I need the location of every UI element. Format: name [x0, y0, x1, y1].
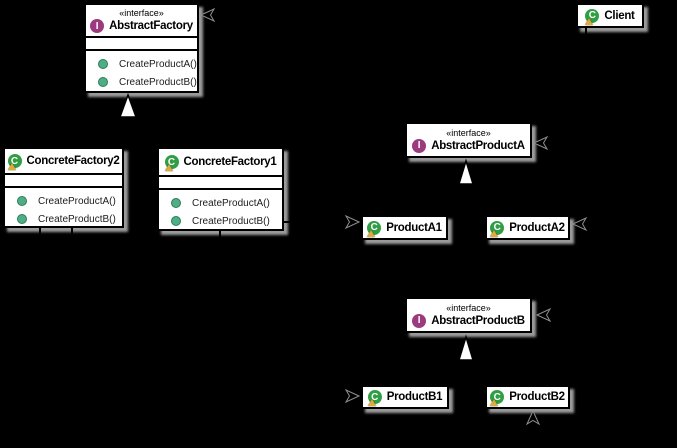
method-label: CreateProductB() [119, 76, 197, 88]
method-visibility-icon [171, 216, 181, 226]
method-label: CreateProductA() [119, 58, 197, 70]
class-icon-triangle [490, 229, 499, 237]
class-box-abstract-product-b[interactable]: «interface» I AbstractProductB [405, 297, 532, 333]
class-icon: C [367, 390, 382, 406]
methods-section: CreateProductA() CreateProductB() [5, 188, 122, 228]
realization-products-abstractproductb[interactable] [404, 334, 528, 385]
class-name: AbstractFactory [109, 20, 193, 32]
class-box-abstract-product-a[interactable]: «interface» I AbstractProductA [405, 122, 532, 158]
class-box-product-a2[interactable]: C ProductA2 [485, 215, 570, 240]
class-icon-triangle [367, 399, 376, 406]
class-box-concrete-factory-1[interactable]: C ConcreteFactory1 CreateProductA() Crea… [157, 147, 284, 231]
class-box-abstract-factory[interactable]: «interface» I AbstractFactory CreateProd… [84, 3, 199, 93]
class-icon-triangle [367, 229, 376, 237]
method-visibility-icon [171, 198, 181, 208]
dependency-client-abstractfactory[interactable] [199, 7, 576, 23]
methods-section: CreateProductA() CreateProductB() [159, 190, 282, 230]
realization-concretefactories-abstractfactory[interactable] [62, 92, 221, 147]
method-item: CreateProductA() [5, 192, 122, 210]
class-header: C ConcreteFactory2 [5, 149, 122, 173]
method-item: CreateProductB() [86, 73, 197, 91]
method-label: CreateProductB() [38, 213, 116, 225]
interface-icon: I [90, 19, 105, 33]
methods-section: CreateProductA() CreateProductB() [86, 51, 197, 91]
class-icon: C [490, 390, 505, 406]
class-name: ConcreteFactory1 [183, 156, 277, 168]
class-name: ConcreteFactory2 [26, 155, 120, 167]
stereotype-label: «interface» [446, 302, 491, 313]
method-visibility-icon [98, 59, 108, 69]
class-icon-triangle [164, 164, 173, 171]
interface-icon: I [412, 138, 427, 153]
class-name: AbstractProductA [431, 139, 525, 152]
class-name: Client [604, 9, 635, 22]
dependency-concretefactory2-productb2[interactable] [71, 228, 541, 431]
method-item: CreateProductA() [86, 55, 197, 73]
method-label: CreateProductB() [192, 215, 270, 227]
class-box-product-b2[interactable]: C ProductB2 [485, 385, 570, 409]
class-header: C ConcreteFactory1 [159, 149, 282, 175]
class-header: «interface» I AbstractFactory [86, 5, 197, 36]
method-item: CreateProductA() [159, 194, 282, 212]
attributes-section [5, 173, 122, 188]
method-visibility-icon [17, 214, 27, 224]
class-name: AbstractProductB [431, 314, 525, 327]
class-icon: C [367, 220, 382, 237]
class-icon: C [490, 220, 505, 237]
class-header: «interface» I AbstractProductB [407, 299, 530, 331]
class-box-product-b1[interactable]: C ProductB1 [361, 385, 449, 409]
method-label: CreateProductA() [38, 195, 116, 207]
class-icon-triangle [585, 17, 594, 25]
realization-products-abstractproducta[interactable] [404, 158, 528, 215]
interface-icon: I [412, 313, 427, 328]
stereotype-label: «interface» [119, 8, 164, 18]
class-name: ProductA2 [509, 221, 565, 234]
class-icon: C [7, 154, 22, 170]
attributes-section [86, 36, 197, 51]
class-name: ProductB1 [386, 391, 443, 403]
method-item: CreateProductB() [5, 210, 122, 228]
dependency-concretefactory1-productb1[interactable] [219, 231, 361, 404]
method-visibility-icon [98, 77, 108, 87]
class-icon: C [164, 155, 179, 171]
class-icon: C [585, 8, 600, 25]
class-box-product-a1[interactable]: C ProductA1 [361, 215, 448, 240]
class-icon-triangle [490, 399, 499, 406]
method-label: CreateProductA() [192, 197, 270, 209]
method-item: CreateProductB() [159, 212, 282, 230]
class-box-client[interactable]: C Client [576, 3, 644, 28]
class-header: «interface» I AbstractProductA [407, 124, 530, 156]
method-visibility-icon [17, 196, 27, 206]
class-name: ProductA1 [386, 221, 442, 234]
class-box-concrete-factory-2[interactable]: C ConcreteFactory2 CreateProductA() Crea… [3, 147, 124, 228]
dependency-concretefactory2-producta2[interactable] [39, 216, 633, 253]
dependency-client-abstractproducta[interactable] [532, 28, 578, 151]
dependency-client-abstractproductb[interactable] [535, 28, 587, 323]
dependency-concretefactory1-producta1[interactable] [284, 214, 361, 230]
class-icon-triangle [7, 163, 16, 170]
class-name: ProductB2 [509, 391, 565, 403]
attributes-section [159, 175, 282, 190]
stereotype-label: «interface» [446, 127, 491, 138]
